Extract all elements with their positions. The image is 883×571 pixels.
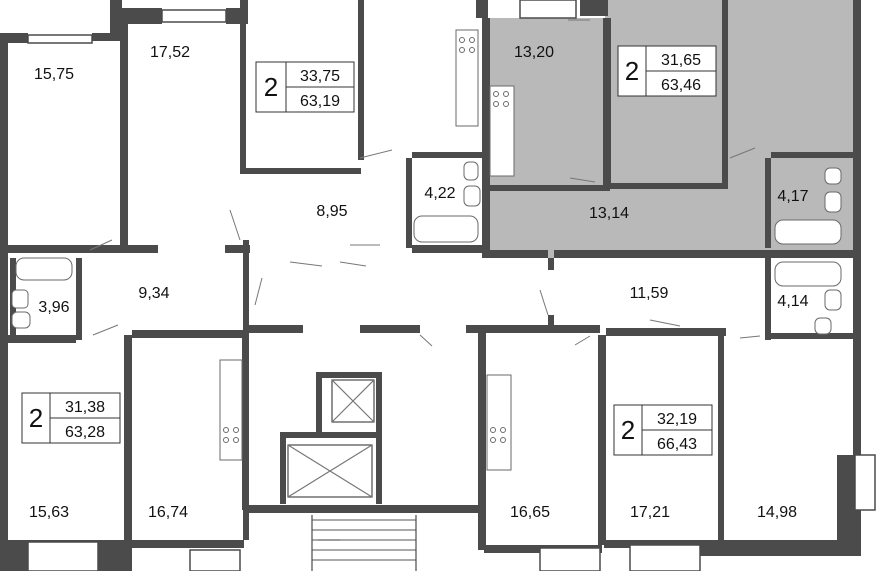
room-area-label: 9,34 (138, 285, 169, 302)
room-area-label: 8,95 (316, 203, 347, 220)
apartment-total-area: 63,28 (65, 424, 105, 441)
bathtub-icon (774, 219, 842, 245)
room-area-label: 4,14 (777, 293, 808, 310)
apartment-badge[interactable]: 2 32,19 66,43 (613, 404, 713, 456)
apartment-rooms: 2 (264, 72, 278, 102)
apartment-rooms: 2 (621, 415, 635, 445)
apartment-living-area: 31,65 (661, 52, 701, 69)
apartment-living-area: 31,38 (65, 399, 105, 416)
room-area-label: 4,22 (424, 185, 455, 202)
highlighted-apartment[interactable] (487, 0, 853, 258)
room-labels: 15,75 17,52 13,20 8,95 4,22 13,14 4,17 3… (29, 44, 809, 521)
sink-icon (463, 185, 481, 207)
sink-icon (11, 289, 29, 309)
apartment-rooms: 2 (29, 403, 43, 433)
stairs-icon (311, 515, 417, 571)
room-area-label: 17,52 (150, 44, 190, 61)
room-area-label: 13,14 (589, 205, 629, 222)
room-area-label: 15,63 (29, 504, 69, 521)
stove-icon (489, 85, 515, 177)
apartment-total-area: 66,43 (657, 436, 697, 453)
bathtub-icon (413, 215, 479, 243)
sink-icon (824, 191, 842, 213)
apartment-total-area: 63,19 (300, 93, 340, 110)
room-area-label: 16,74 (148, 504, 188, 521)
toilet-icon (11, 311, 31, 329)
apartment-living-area: 32,19 (657, 411, 697, 428)
apartment-total-area: 63,46 (661, 77, 701, 94)
interior-walls (8, 0, 860, 553)
stove-icon (219, 359, 243, 461)
room-area-label: 15,75 (34, 66, 74, 83)
room-area-label: 16,65 (510, 504, 550, 521)
core (280, 372, 417, 571)
room-area-label: 14,98 (757, 504, 797, 521)
fixtures (11, 29, 842, 471)
bathtub-icon (15, 257, 73, 281)
apartment-badge[interactable]: 2 31,65 63,46 (617, 45, 717, 97)
room-area-label: 4,17 (777, 188, 808, 205)
bathtub-icon (774, 261, 842, 287)
room-area-label: 17,21 (630, 504, 670, 521)
room-area-label: 11,59 (630, 285, 669, 302)
stove-icon (486, 374, 512, 471)
room-area-label: 3,96 (38, 299, 69, 316)
sink-icon (824, 289, 842, 311)
apartment-badge[interactable]: 2 31,38 63,28 (21, 392, 121, 444)
toilet-icon (814, 317, 832, 335)
door-swings (89, 19, 761, 347)
toilet-icon (463, 161, 479, 181)
stove-icon (455, 29, 479, 127)
room-area-label: 13,20 (514, 44, 554, 61)
apartment-rooms: 2 (625, 56, 639, 86)
apartment-badge[interactable]: 2 33,75 63,19 (255, 61, 355, 113)
windows (27, 0, 876, 571)
apartment-living-area: 33,75 (300, 68, 340, 85)
toilet-icon (824, 167, 842, 185)
